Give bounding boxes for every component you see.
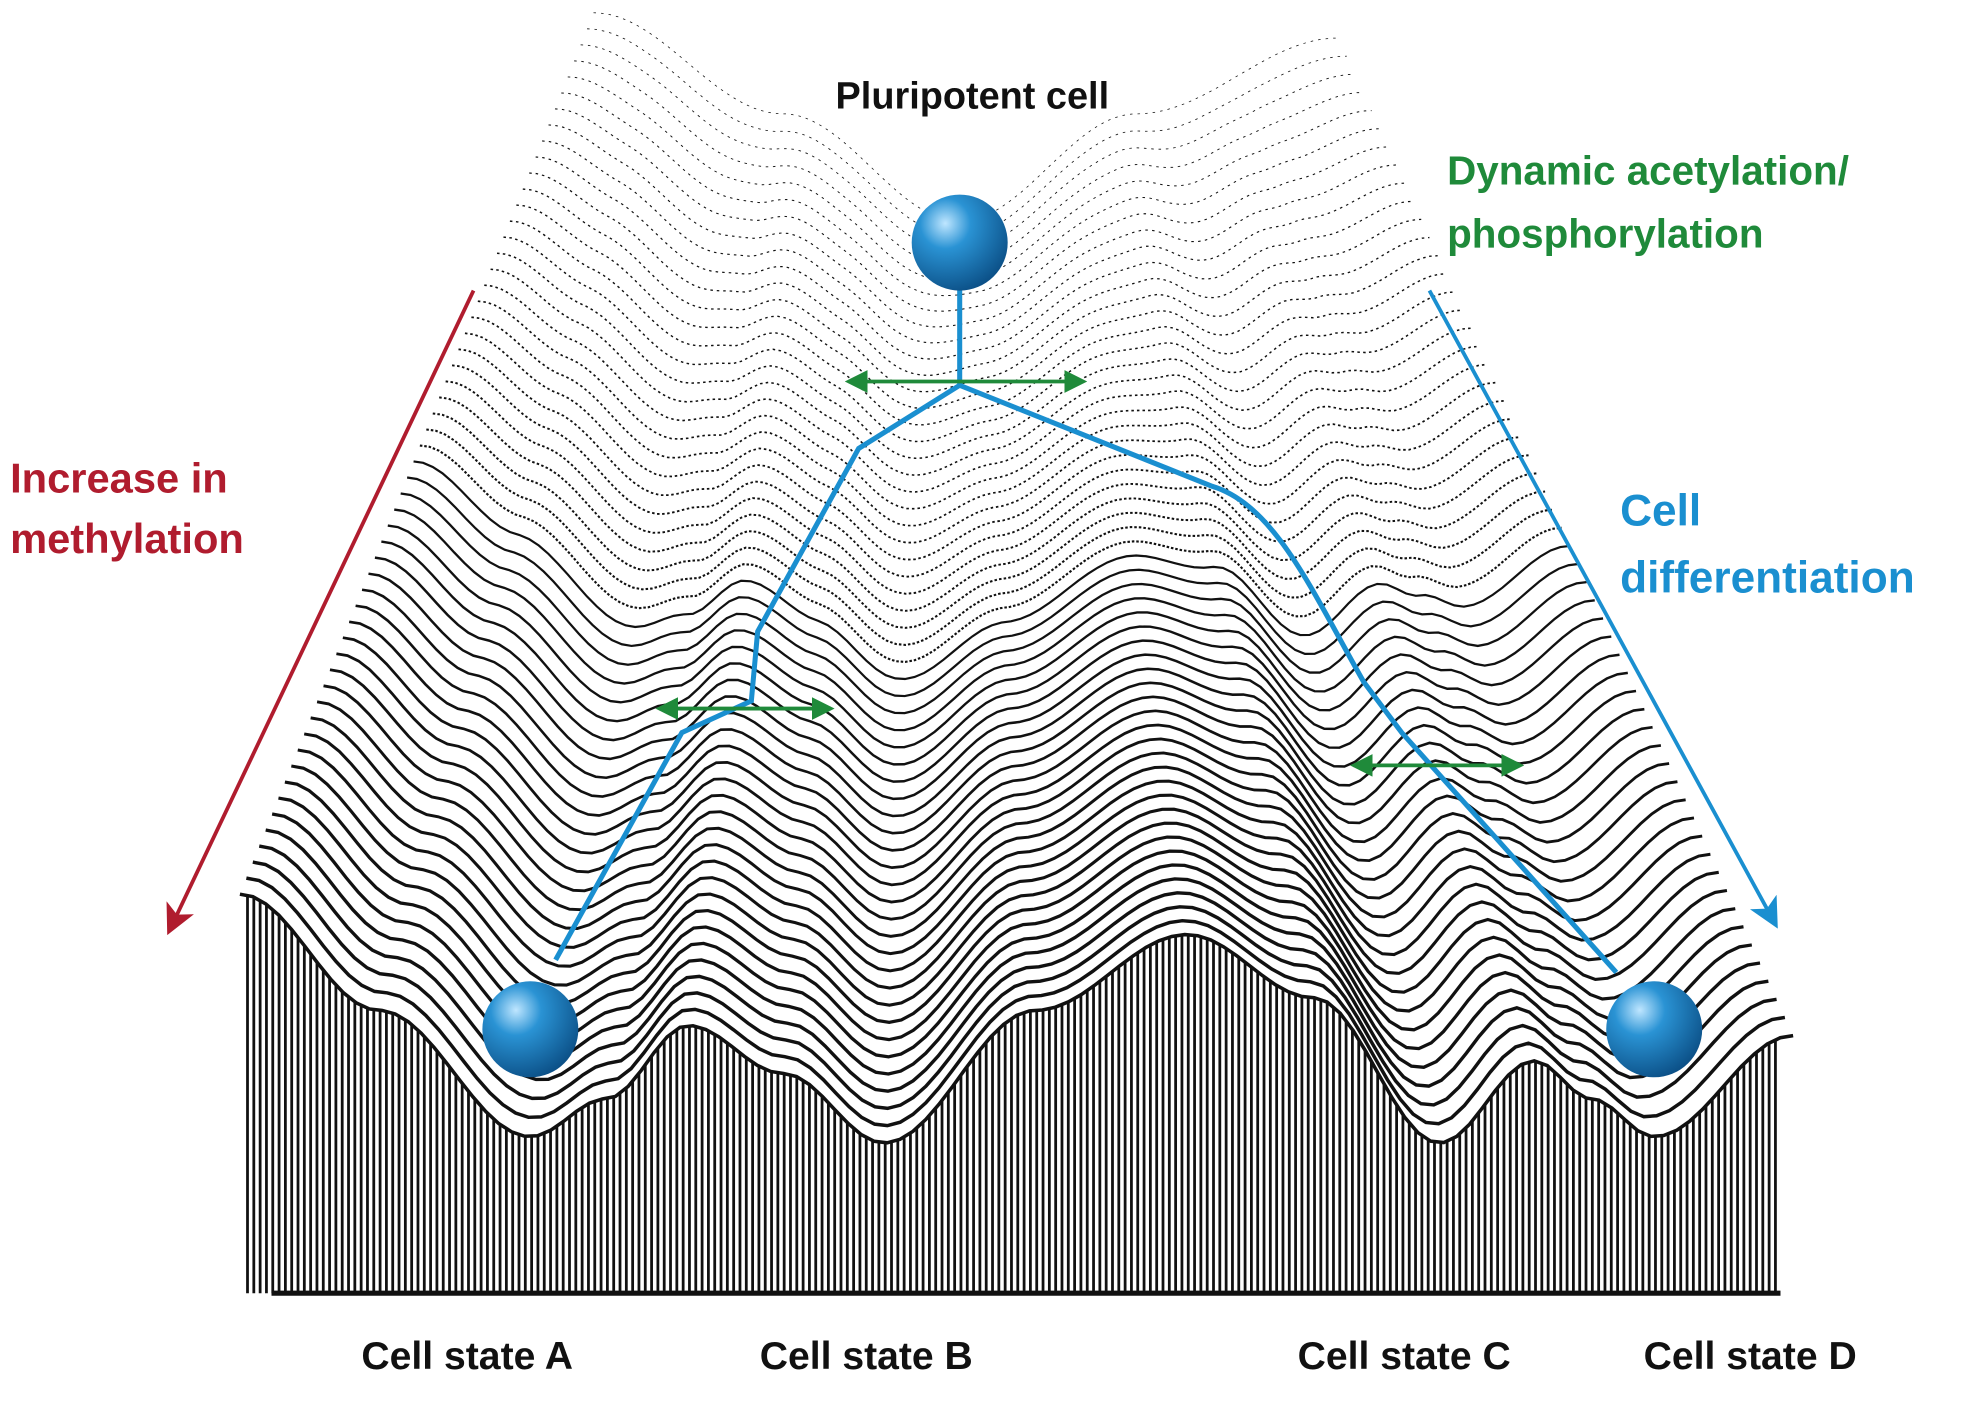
landscape-contour-line bbox=[246, 876, 1786, 1128]
landscape-contour-line bbox=[406, 476, 1579, 698]
methylation-label-line1: Increase in bbox=[10, 455, 228, 502]
landscape-contour-line bbox=[426, 428, 1554, 646]
differentiation-label-line2: differentiation bbox=[1620, 553, 1915, 602]
landscape-contour-line bbox=[490, 268, 1471, 476]
methylation-label-line2: methylation bbox=[10, 515, 244, 562]
landscape-contour-line bbox=[284, 780, 1736, 1024]
epigenetic-landscape-surface bbox=[239, 12, 1794, 1296]
landscape-contour-line bbox=[516, 204, 1438, 409]
landscape-contour-line bbox=[413, 460, 1571, 681]
cell-state-b-label: Cell state B bbox=[760, 1335, 973, 1378]
differentiation-label-line1: Cell bbox=[1620, 486, 1701, 535]
landscape-contour-line bbox=[561, 92, 1380, 297]
landscape-contour-line bbox=[503, 236, 1455, 443]
landscape-contour-line bbox=[458, 348, 1513, 561]
landscape-contour-line bbox=[419, 444, 1562, 664]
landscape-contour-line bbox=[574, 60, 1364, 266]
landscape-contour-line bbox=[477, 300, 1488, 510]
methylation-arrow bbox=[166, 289, 476, 936]
landscape-contour-line bbox=[535, 156, 1413, 360]
landscape-contour-line bbox=[439, 396, 1538, 612]
landscape-contour-line bbox=[323, 684, 1686, 921]
landscape-contour-line bbox=[445, 380, 1529, 595]
landscape-contour-line bbox=[464, 332, 1504, 544]
cell-state-a-ball bbox=[482, 981, 579, 1078]
pluripotent-cell-label: Pluripotent cell bbox=[836, 76, 1110, 118]
landscape-contour-line bbox=[291, 764, 1728, 1007]
landscape-contour-line bbox=[374, 556, 1620, 783]
path-to-state-d bbox=[958, 382, 1619, 975]
landscape-contour-line bbox=[554, 108, 1389, 312]
landscape-contour-line bbox=[548, 124, 1397, 328]
landscape-contour-line bbox=[316, 700, 1695, 938]
landscape-contour-line bbox=[310, 716, 1703, 956]
cell-state-a-label: Cell state A bbox=[361, 1335, 573, 1378]
landscape-contour-line bbox=[432, 412, 1546, 629]
cell-state-d-ball bbox=[1606, 981, 1703, 1078]
differentiation-arrow bbox=[1427, 289, 1778, 929]
landscape-contour-line bbox=[361, 588, 1637, 818]
landscape-contour-line bbox=[400, 492, 1587, 715]
landscape-contour-line bbox=[297, 748, 1719, 990]
acetylation-label-line1: Dynamic acetylation/ bbox=[1447, 148, 1849, 194]
path-to-state-a bbox=[553, 252, 963, 962]
landscape-contour-line bbox=[529, 172, 1422, 376]
landscape-contour-line bbox=[336, 652, 1670, 887]
landscape-contour-line bbox=[451, 364, 1521, 578]
landscape-contour-line bbox=[542, 140, 1405, 344]
landscape-contour-line bbox=[239, 892, 1794, 1145]
acetylation-label-line2: phosphorylation bbox=[1447, 211, 1763, 257]
landscape-contour-line bbox=[381, 540, 1612, 766]
landscape-contour-line bbox=[329, 668, 1678, 904]
landscape-contour-line bbox=[368, 572, 1628, 801]
landscape-contour-line bbox=[484, 284, 1480, 493]
landscape-contour-line bbox=[587, 28, 1347, 237]
cell-state-c-label: Cell state C bbox=[1298, 1335, 1511, 1378]
landscape-contour-line bbox=[252, 860, 1777, 1111]
landscape-contour-line bbox=[387, 524, 1604, 749]
landscape-contour-line bbox=[471, 316, 1496, 527]
landscape-contour-line bbox=[580, 44, 1356, 251]
pluripotent-cell-ball bbox=[911, 194, 1008, 291]
landscape-contour-line bbox=[509, 220, 1447, 426]
landscape-contour-line bbox=[303, 732, 1711, 973]
landscape-contour-line bbox=[394, 508, 1595, 732]
cell-state-d-label: Cell state D bbox=[1644, 1335, 1857, 1378]
landscape-contour-line bbox=[355, 604, 1645, 835]
landscape-contour-line bbox=[496, 252, 1463, 460]
